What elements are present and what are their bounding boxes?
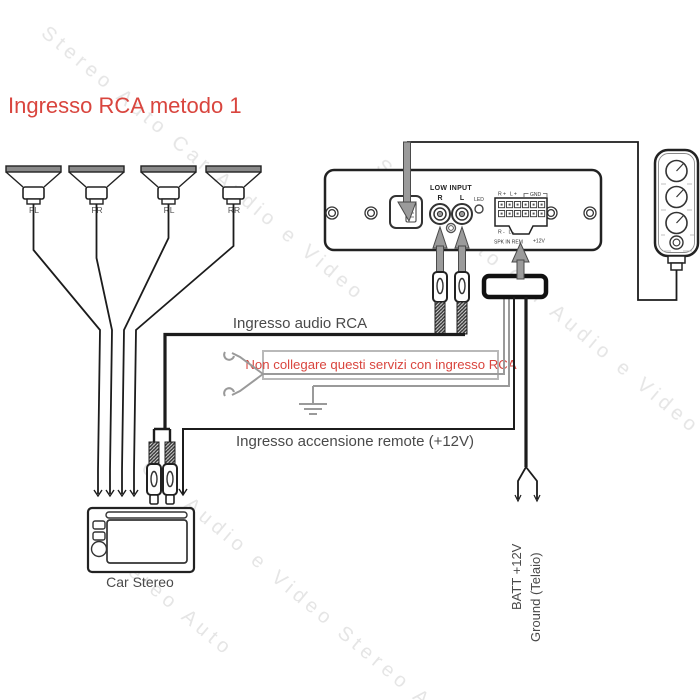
speaker-top-bar	[68, 165, 125, 173]
stereo-display	[106, 519, 188, 564]
ground-chassis-label: Ground (Telaio)	[528, 552, 543, 642]
batt-label: BATT +12V	[509, 543, 524, 610]
jack-l-label: L	[460, 195, 465, 202]
service-branch-lower	[231, 373, 264, 396]
remote-cable-gland	[667, 255, 686, 271]
rca-plugs-bottom	[146, 427, 178, 505]
rca-jack-r	[429, 203, 451, 225]
speaker-cone	[68, 171, 125, 188]
terminal-pin-holes	[500, 203, 543, 215]
knob-4	[669, 235, 684, 250]
speaker-cone	[205, 171, 262, 188]
speaker-wire-rl	[121, 204, 170, 494]
speaker-cone	[140, 171, 197, 188]
remote-body	[653, 148, 700, 258]
remote-turnon-wire	[182, 297, 515, 494]
spk-in-rem-label: SPK IN REM	[494, 240, 523, 246]
gnd-label: GND	[530, 192, 542, 198]
stereo-button-1	[92, 520, 106, 530]
braided-cable	[434, 301, 446, 335]
remote-bevel	[658, 153, 695, 253]
plug-arrow-harness	[511, 241, 530, 280]
remote-turnon-label: Ingresso accensione remote (+12V)	[236, 433, 474, 450]
cd-slot	[105, 511, 188, 519]
knob-3	[665, 211, 688, 235]
speaker-magnet	[157, 186, 180, 200]
rca-plug-l	[454, 225, 470, 335]
remote-knobs	[665, 159, 688, 250]
watermark-text: Car Audio e Video Stereo Auto	[137, 457, 470, 700]
terminal-top-label: R+ L+	[498, 192, 518, 198]
speaker-top-bar	[205, 165, 262, 173]
remote-micro-markings	[661, 183, 694, 252]
service-wire-main	[263, 297, 505, 375]
speaker-cone	[5, 171, 62, 188]
rca-plug-bottom-left	[146, 441, 162, 505]
service-branch-upper	[231, 352, 264, 375]
speaker-wire-fr	[95, 204, 113, 494]
remote-control-cable	[407, 141, 678, 301]
warning-text: Non collegare questi servizi con ingress…	[245, 357, 516, 372]
car-stereo-label: Car Stereo	[106, 574, 174, 590]
plus12v-label: +12V	[533, 239, 545, 245]
speaker-top-bar	[5, 165, 62, 173]
rca-plug-r	[432, 225, 448, 335]
knob-2	[665, 185, 688, 209]
chassis-branch	[525, 466, 538, 499]
braided-cable	[148, 441, 160, 465]
rca-plug-bottom-right	[162, 441, 178, 505]
page-title: Ingresso RCA metodo 1	[8, 93, 242, 118]
battery-branch	[517, 466, 527, 499]
remote-turnon-hook	[178, 488, 188, 497]
earth-ground-symbol	[299, 386, 327, 415]
speaker-magnet	[22, 186, 45, 200]
watermark-text: Stereo Auto Car Audio e Video	[37, 22, 370, 306]
battery-wiring	[514, 297, 541, 503]
harness-connector-housing	[481, 273, 549, 300]
led-label: LED	[474, 197, 484, 203]
speaker-magnet-base	[226, 198, 241, 205]
amplifier-screws	[325, 206, 597, 220]
knob-1	[665, 159, 688, 183]
rca-jack-l	[451, 203, 473, 225]
terminal-bottom-label: R- L-	[498, 230, 516, 236]
jack-r-label: R	[437, 195, 442, 202]
speaker-magnet	[85, 186, 108, 200]
terminal-block: R+ L+ GND R- L- SPK IN REM +12V	[494, 192, 548, 246]
speaker-magnet-base	[161, 198, 176, 205]
amplifier: LOW INPUT R L LED	[323, 168, 603, 252]
plug-arrow-remote-port	[397, 141, 417, 223]
service-hook-lower	[223, 387, 235, 397]
service-hook-upper	[223, 351, 235, 361]
audio-rca-cable	[163, 332, 465, 429]
led-indicator	[474, 204, 484, 214]
braided-cable	[164, 441, 176, 465]
speaker-wires	[32, 204, 235, 498]
rca-plugs-top	[432, 225, 470, 335]
audio-rca-label: Ingresso audio RCA	[233, 315, 367, 332]
speaker-top-bar	[140, 165, 197, 173]
braided-cable	[456, 301, 468, 335]
stereo-button-2	[92, 531, 106, 541]
speaker-magnet	[222, 186, 245, 200]
ground-wire	[313, 297, 510, 387]
speaker-magnet-base	[26, 198, 41, 205]
speaker-wire-hooks	[93, 489, 139, 498]
speaker-magnet-base	[89, 198, 104, 205]
remote-level-control	[653, 148, 700, 271]
low-input-label: LOW INPUT	[430, 185, 472, 192]
speaker-wire-rr	[133, 204, 235, 494]
volume-knob	[90, 540, 108, 558]
speaker-wire-fl	[32, 204, 101, 494]
car-stereo: Car Stereo	[86, 506, 196, 590]
gnd-bracket	[523, 193, 548, 197]
service-wires	[223, 297, 510, 415]
mount-hole	[445, 222, 457, 234]
